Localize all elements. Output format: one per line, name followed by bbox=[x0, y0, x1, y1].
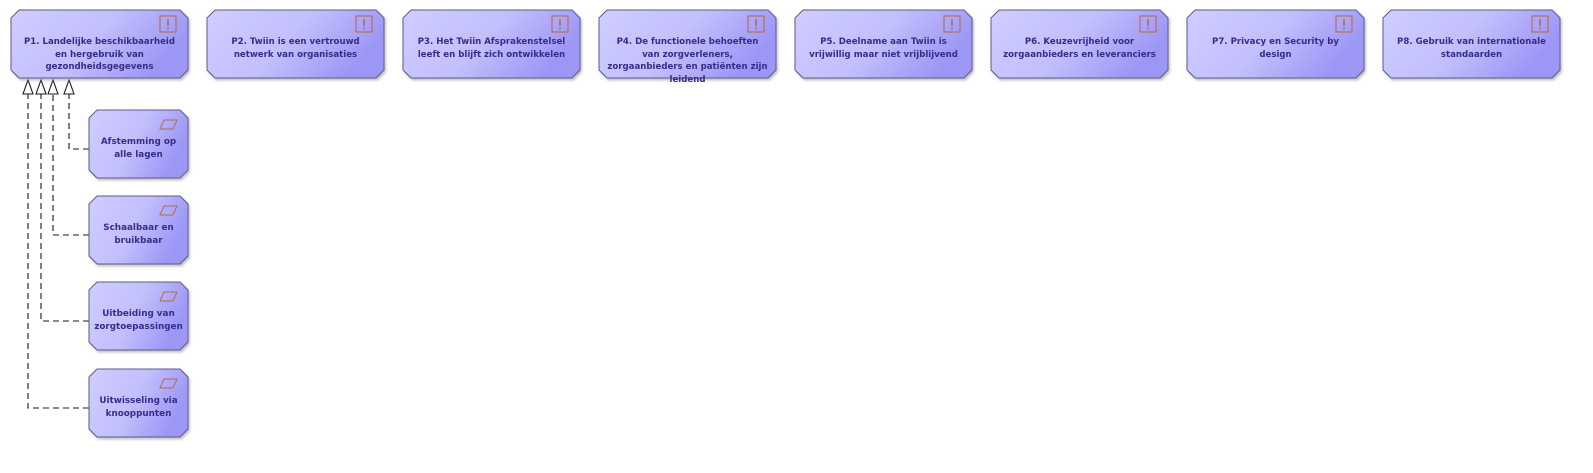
requirement-label: Schaalbaar en bruikbaar bbox=[93, 204, 184, 264]
principle-node[interactable] bbox=[402, 9, 581, 79]
node-text: P2. Twiin is een vertrouwd netwerk van o… bbox=[231, 37, 360, 60]
node-text: P8. Gebruik van internationale standaard… bbox=[1397, 37, 1546, 60]
node-text: Uitbeiding van zorgtoepassingen bbox=[94, 309, 183, 332]
principle-icon bbox=[1139, 15, 1157, 33]
principle-node[interactable] bbox=[794, 9, 973, 79]
node-text: P6. Keuzevrijheid voor zorgaanbieders en… bbox=[1003, 37, 1156, 60]
principle-node[interactable] bbox=[206, 9, 385, 79]
requirement-node[interactable] bbox=[88, 281, 189, 351]
principle-icon bbox=[943, 15, 961, 33]
realization-arrowhead bbox=[63, 78, 75, 95]
node-text: P4. De functionele behoeften van zorgver… bbox=[607, 37, 768, 85]
principle-node[interactable] bbox=[10, 9, 189, 79]
realization-line[interactable] bbox=[40, 94, 89, 322]
principle-label: P4. De functionele behoeften van zorgver… bbox=[601, 10, 774, 85]
principle-icon bbox=[1531, 15, 1549, 33]
requirement-icon bbox=[159, 119, 178, 130]
principle-label: P7. Privacy en Security by design bbox=[1189, 10, 1362, 78]
requirement-icon bbox=[159, 378, 178, 389]
principle-icon bbox=[159, 15, 177, 33]
requirement-node[interactable] bbox=[88, 368, 189, 438]
realization-line[interactable] bbox=[27, 94, 89, 409]
principle-label: P3. Het Twiin Afsprakenstelsel leeft en … bbox=[405, 10, 578, 78]
realization-arrowhead bbox=[47, 78, 59, 95]
principle-label: P8. Gebruik van internationale standaard… bbox=[1385, 10, 1558, 78]
principle-label: P5. Deelname aan Twiin is vrijwillig maa… bbox=[797, 10, 970, 78]
node-text: P5. Deelname aan Twiin is vrijwillig maa… bbox=[809, 37, 958, 60]
principle-icon bbox=[1335, 15, 1353, 33]
principle-node[interactable] bbox=[990, 9, 1169, 79]
principle-label: P1. Landelijke beschikbaarheid en hergeb… bbox=[13, 10, 186, 78]
principle-label: P6. Keuzevrijheid voor zorgaanbieders en… bbox=[993, 10, 1166, 78]
principle-label: P2. Twiin is een vertrouwd netwerk van o… bbox=[209, 10, 382, 78]
realization-line[interactable] bbox=[68, 94, 89, 150]
node-text: Uitwisseling via knooppunten bbox=[99, 396, 178, 419]
principle-icon bbox=[747, 15, 765, 33]
principle-icon bbox=[355, 15, 373, 33]
requirement-node[interactable] bbox=[88, 109, 189, 179]
principle-node[interactable] bbox=[1382, 9, 1561, 79]
principle-icon bbox=[551, 15, 569, 33]
requirement-node[interactable] bbox=[88, 195, 189, 265]
node-text: Schaalbaar en bruikbaar bbox=[103, 223, 174, 246]
requirement-label: Uitbeiding van zorgtoepassingen bbox=[93, 290, 184, 350]
nodes-layer bbox=[10, 9, 1561, 438]
node-text: P7. Privacy en Security by design bbox=[1212, 37, 1339, 60]
realization-arrowhead bbox=[22, 78, 34, 95]
realization-line[interactable] bbox=[52, 94, 89, 236]
principle-node[interactable] bbox=[598, 9, 777, 79]
node-text: Afstemming op alle lagen bbox=[100, 137, 177, 160]
realization-arrowhead bbox=[35, 78, 47, 95]
relations-layer bbox=[22, 78, 89, 409]
requirement-icon bbox=[159, 205, 178, 216]
principle-node[interactable] bbox=[1186, 9, 1365, 79]
requirement-icon bbox=[159, 291, 178, 302]
node-text: P3. Het Twiin Afsprakenstelsel leeft en … bbox=[417, 37, 566, 60]
requirement-label: Afstemming op alle lagen bbox=[93, 118, 184, 178]
node-text: P1. Landelijke beschikbaarheid en hergeb… bbox=[23, 37, 176, 73]
requirement-label: Uitwisseling via knooppunten bbox=[93, 377, 184, 437]
